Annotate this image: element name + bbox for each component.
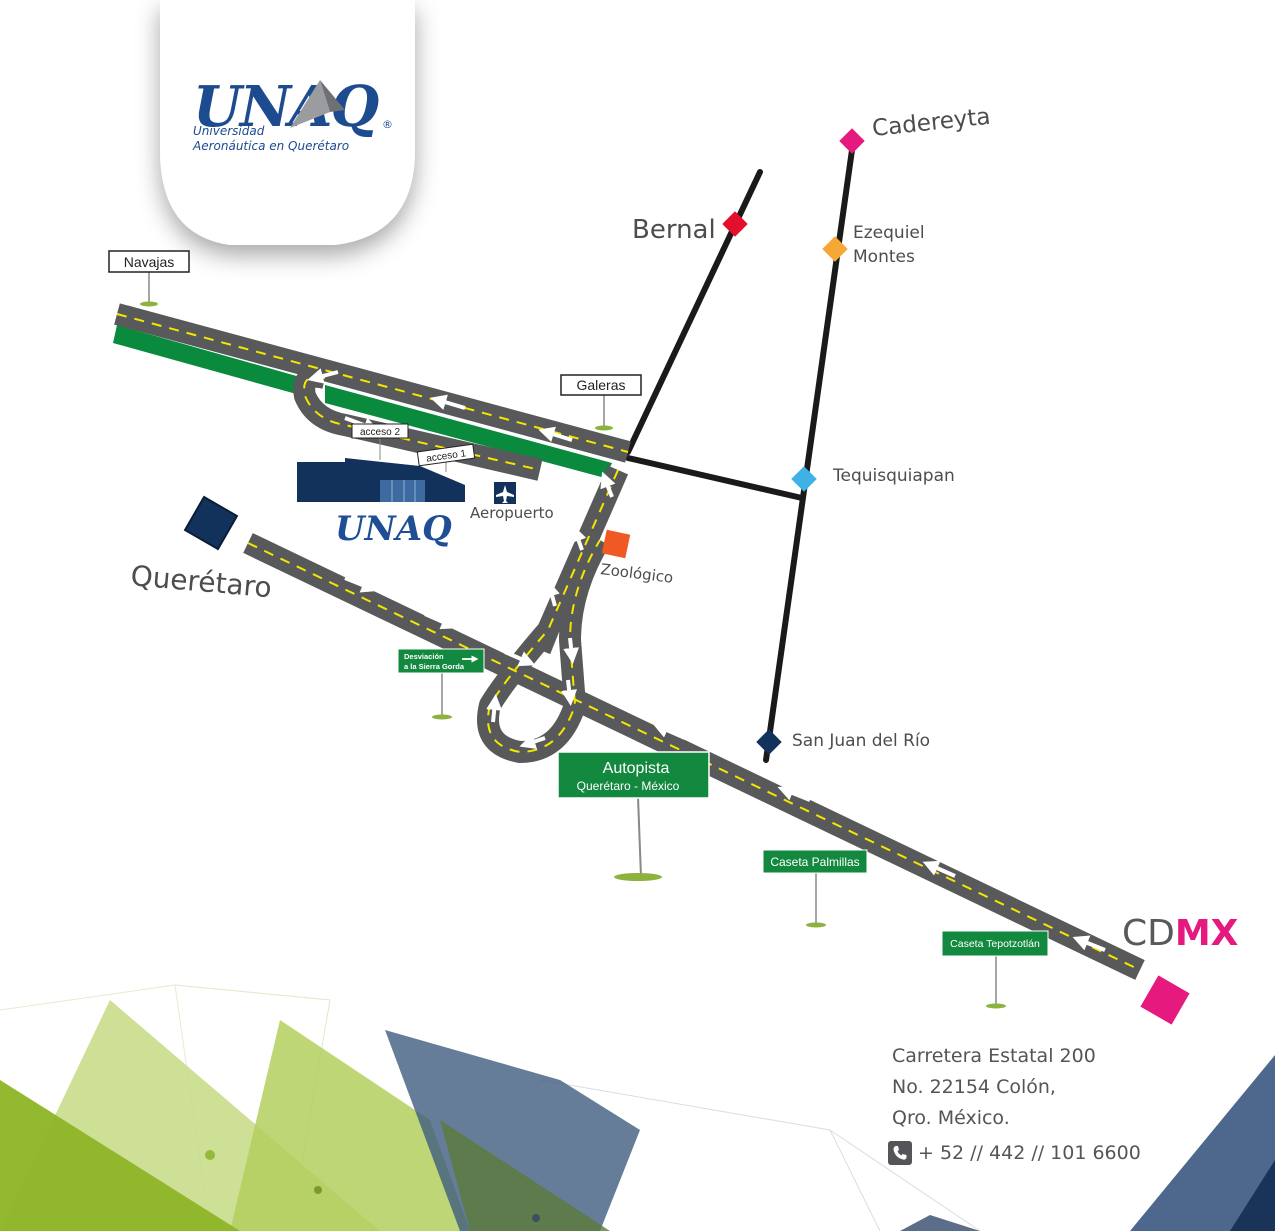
logo-tab: UNAQ ® Universidad Aeronáutica en Querét… (160, 0, 415, 245)
acceso-2-sign (351, 423, 409, 439)
queretaro-label: Querétaro (129, 559, 273, 604)
arrow-icon (307, 368, 339, 384)
campus-building: UNAQ (297, 458, 465, 549)
arrow-icon (652, 722, 686, 740)
arrow-icon (922, 860, 956, 878)
green-strips (113, 325, 612, 478)
arrow-icon (777, 785, 811, 802)
campus-wordmark: UNAQ (335, 509, 452, 549)
lane-markings (116, 313, 1141, 971)
phone-icon (888, 1141, 912, 1165)
address-line-2: No. 22154 Colón, (892, 1076, 1056, 1098)
arrow-icon (519, 733, 546, 750)
arrow-icon (1072, 935, 1106, 952)
tequisquiapan-marker[interactable] (791, 466, 817, 492)
decorative-polygons (0, 984, 1275, 1231)
tequisquiapan-label: Tequisquiapan (832, 466, 955, 486)
arrow-icon (563, 637, 580, 664)
arrow-icon (344, 576, 378, 593)
autopista-sign (557, 751, 710, 799)
san-juan-marker[interactable] (756, 729, 782, 755)
arrow-icon (538, 426, 573, 442)
cadereyta-label: Cadereyta (871, 104, 992, 142)
bernal-label: Bernal (632, 215, 716, 245)
logo-wing-icon (290, 80, 330, 128)
arrow-icon (571, 525, 587, 551)
airport-icon (494, 482, 516, 504)
ezequiel-label-2: Montes (853, 247, 915, 267)
cdmx-marker[interactable] (1140, 975, 1190, 1025)
zoologico-label: Zoológico (600, 560, 675, 587)
bernal-marker[interactable] (722, 211, 748, 237)
phone-number[interactable]: + 52 // 442 // 101 6600 (918, 1142, 1141, 1164)
ezequiel-label-1: Ezequiel (853, 223, 925, 243)
arrow-icon (544, 580, 560, 607)
cdmx-label: CDMX (1122, 913, 1239, 954)
tepotzotlan-sign (941, 930, 1049, 957)
arrow-icon (486, 694, 503, 723)
address-block: Carretera Estatal 200 No. 22154 Colón, Q… (892, 1041, 1096, 1134)
place-markers (183, 128, 1190, 1025)
svg-text:Universidad: Universidad (193, 124, 265, 138)
svg-text:Galeras: Galeras (576, 377, 625, 393)
svg-text:Desviación: Desviación (404, 652, 444, 661)
arrow-icon (561, 679, 578, 706)
galeras-sign (560, 374, 642, 396)
logo-wordmark: UNAQ (193, 74, 378, 140)
acceso-1-sign (416, 443, 476, 467)
arrow-icon (424, 612, 458, 630)
address-line-3: Qro. México. (892, 1107, 1010, 1129)
road-signs: Navajas Galeras acceso 2 acceso 1 (108, 250, 642, 472)
svg-text:a la Sierra Gorda: a la Sierra Gorda (404, 662, 465, 671)
phone-row: + 52 // 442 // 101 6600 (888, 1139, 1141, 1167)
aeropuerto-label: Aeropuerto (470, 504, 554, 522)
cadereyta-marker[interactable] (839, 128, 865, 154)
svg-text:Caseta Palmillas: Caseta Palmillas (770, 855, 859, 869)
svg-text:Aeronáutica en Querétaro: Aeronáutica en Querétaro (192, 139, 349, 153)
queretaro-marker[interactable] (183, 495, 239, 551)
arrow-icon (600, 471, 616, 498)
roads (114, 303, 1145, 980)
palmillas-sign (762, 849, 868, 874)
address-line-1: Carretera Estatal 200 (892, 1045, 1096, 1067)
ezequiel-marker[interactable] (822, 236, 848, 262)
svg-text:Caseta Tepotzotlán: Caseta Tepotzotlán (950, 938, 1040, 950)
arrow-icon (430, 394, 466, 410)
arrow-icon (504, 650, 536, 667)
san-juan-label: San Juan del Río (792, 731, 930, 751)
svg-text:acceso 2: acceso 2 (360, 427, 400, 438)
desviacion-sign (397, 648, 485, 674)
zoo-marker[interactable] (601, 529, 631, 559)
svg-text:Querétaro - México: Querétaro - México (577, 779, 680, 793)
highway-signs: Desviación a la Sierra Gorda Autopista Q… (397, 648, 1049, 1009)
navajas-sign (108, 250, 190, 273)
svg-text:®: ® (382, 118, 393, 131)
svg-text:Autopista: Autopista (603, 760, 670, 777)
svg-text:Navajas: Navajas (124, 254, 175, 270)
